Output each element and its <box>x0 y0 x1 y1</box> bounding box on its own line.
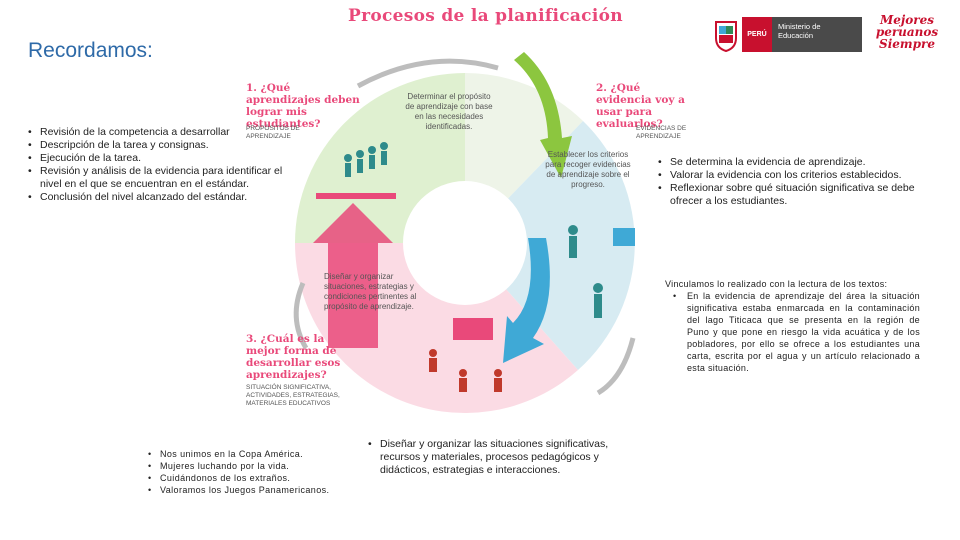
list-item: Valoramos los Juegos Panamericanos. <box>148 484 348 496</box>
coat-of-arms-icon <box>714 18 738 52</box>
list-item: Se determina la evidencia de aprendizaje… <box>658 156 940 169</box>
left-bullet-list: Revisión de la competencia a desarrollar… <box>28 126 298 204</box>
step-2-title: 2. ¿Qué evidencia voy a usar para evalua… <box>596 82 694 130</box>
step-3-description: Diseñar y organizar situaciones, estrate… <box>324 272 434 312</box>
list-item: Nos unimos en la Copa América. <box>148 448 348 460</box>
list-item: Revisión de la competencia a desarrollar <box>28 126 298 139</box>
diagram-title: Procesos de la planificación <box>348 6 623 26</box>
peru-logo-label: PERÚ <box>742 17 772 52</box>
step-1-description: Determinar el propósito de aprendizaje c… <box>404 92 494 132</box>
bottom-left-bullet-list: Nos unimos en la Copa América. Mujeres l… <box>148 448 348 496</box>
vinculamos-item: En la evidencia de aprendizaje del área … <box>665 290 920 374</box>
list-item: Valorar la evidencia con los criterios e… <box>658 169 940 182</box>
bottom-middle-bullet-list: Diseñar y organizar las situaciones sign… <box>368 438 628 477</box>
step-2-subtitle: EVIDENCIAS DE APRENDIZAJE <box>636 125 694 141</box>
arrow-grey-right <box>598 338 633 393</box>
list-item: Mujeres luchando por la vida. <box>148 460 348 472</box>
list-item: Ejecución de la tarea. <box>28 152 298 165</box>
vinculamos-block: Vinculamos lo realizado con la lectura d… <box>665 278 920 374</box>
slide-title: Recordamos: <box>28 38 178 64</box>
step-3-subtitle: SITUACIÓN SIGNIFICATIVA, ACTIVIDADES, ES… <box>246 384 344 408</box>
step-2-description: Establecer los criterios para recoger ev… <box>542 150 634 190</box>
list-item: Reflexionar sobre qué situación signific… <box>658 182 940 208</box>
slogan-logo: Mejores peruanos Siempre <box>872 14 942 50</box>
step-1-title: 1. ¿Qué aprendizajes deben lograr mis es… <box>246 82 364 130</box>
right-bullet-list: Se determina la evidencia de aprendizaje… <box>658 156 940 208</box>
list-item: Revisión y análisis de la evidencia para… <box>28 165 298 191</box>
list-item: Descripción de la tarea y consignas. <box>28 139 298 152</box>
ministry-logo-label: Ministerio de Educación <box>778 22 838 40</box>
vinculamos-intro: Vinculamos lo realizado con la lectura d… <box>665 278 920 290</box>
step-3-title: 3. ¿Cuál es la mejor forma de desarrolla… <box>246 333 344 381</box>
list-item: Conclusión del nivel alcanzado del están… <box>28 191 298 204</box>
list-item: Cuidándonos de los extraños. <box>148 472 348 484</box>
list-item: Diseñar y organizar las situaciones sign… <box>368 438 628 477</box>
